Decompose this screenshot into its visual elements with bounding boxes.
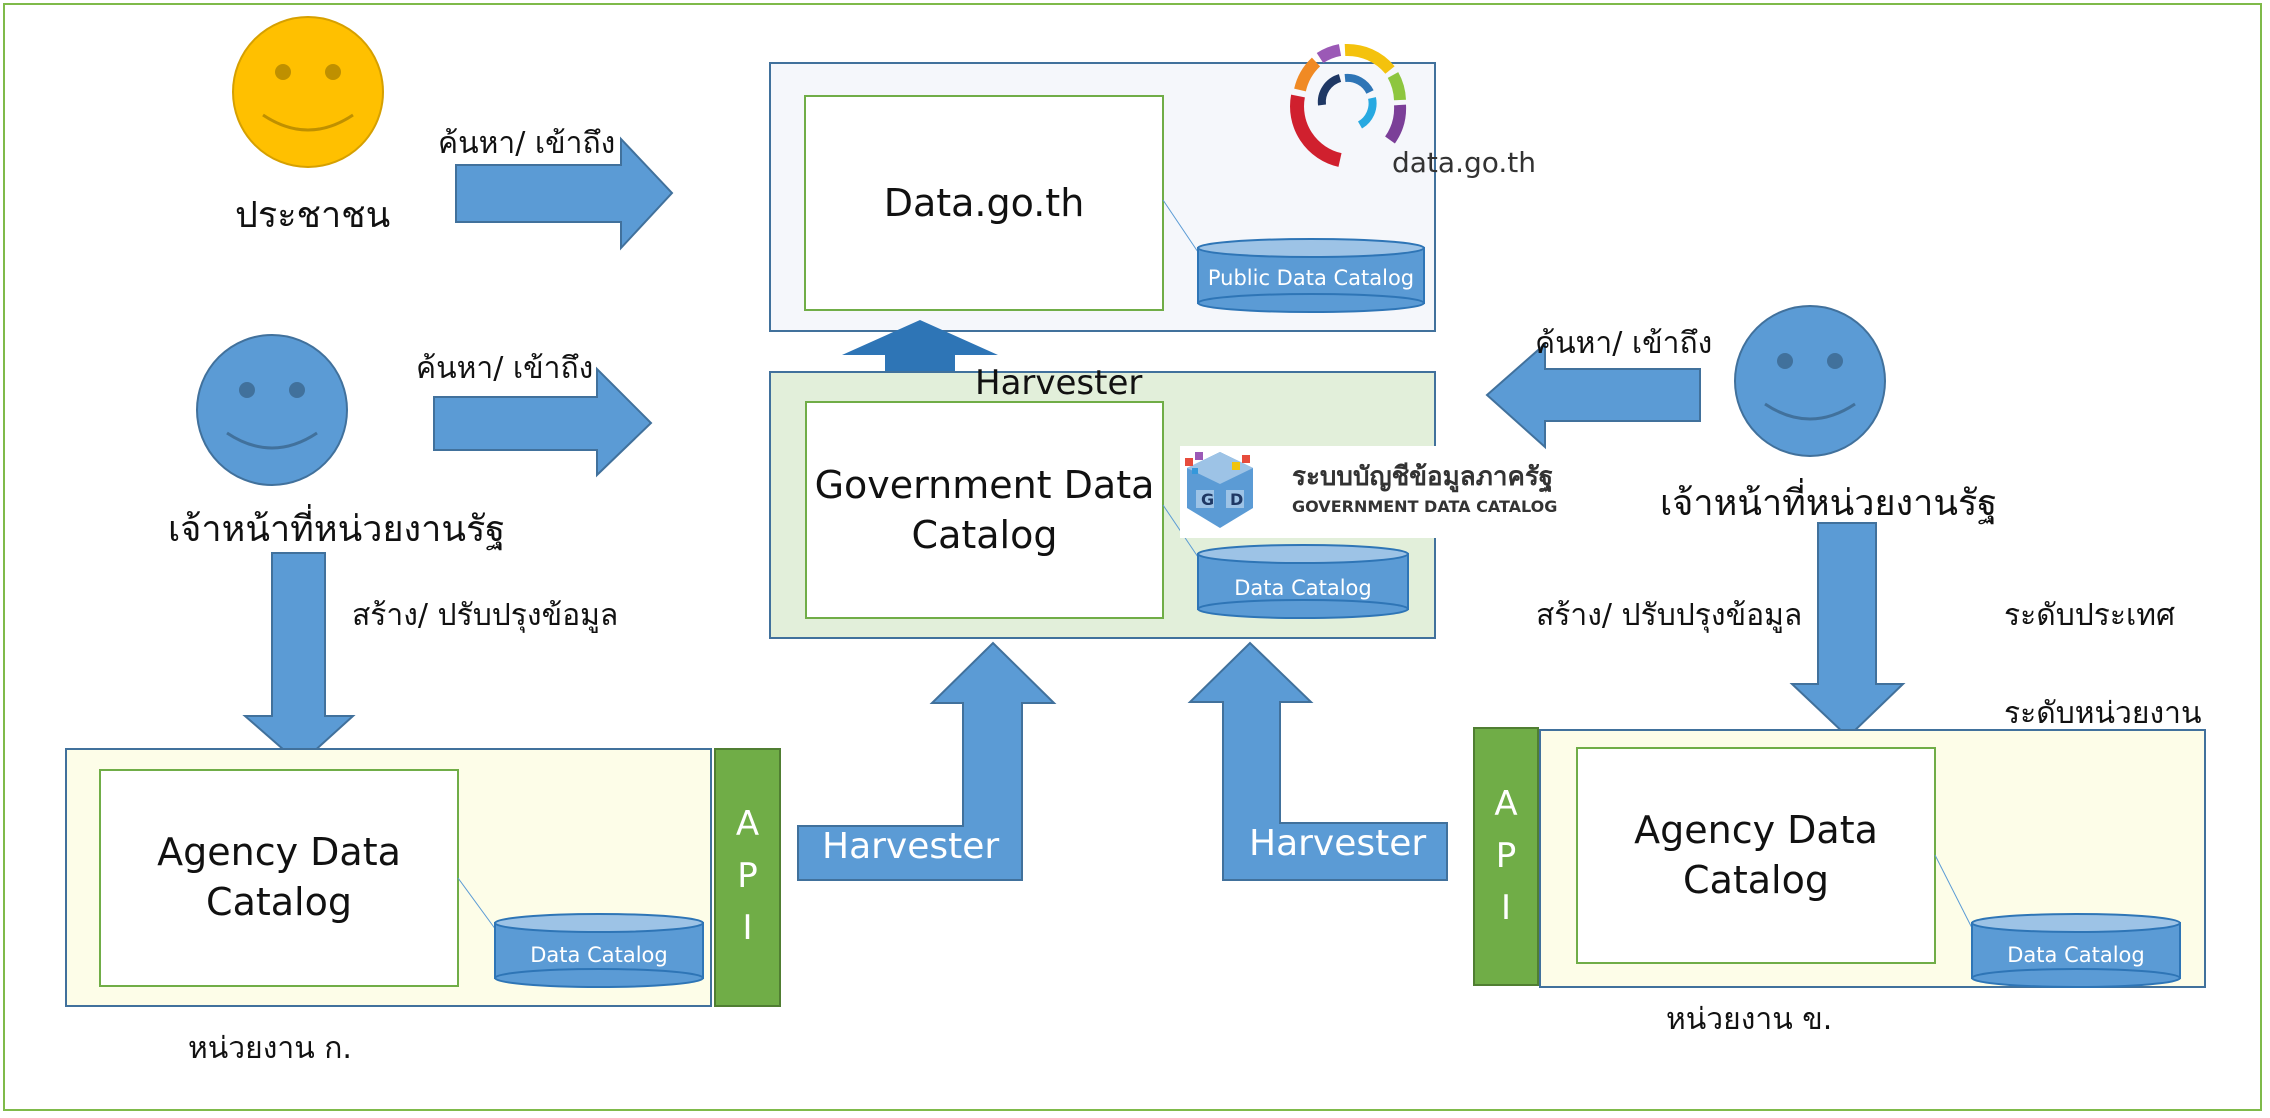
agency-a-api-letter-a: A — [735, 804, 760, 844]
diagram-frame — [3, 3, 2262, 1111]
agency-a-api-letter-p: P — [737, 856, 758, 896]
agency-b-api-letter-p: P — [1495, 836, 1517, 876]
officer-right-access-arrow — [1485, 341, 1701, 450]
gdc-cube-logo-icon — [1185, 452, 1253, 528]
agency-b-title-box — [1576, 747, 1936, 964]
agency-a-title: Agency Data Catalog — [157, 830, 401, 924]
agency-a-api-letter-i: I — [742, 908, 753, 948]
gdc-logo-english-text: GOVERNMENT DATA CATALOG — [1292, 497, 1558, 516]
agency-b-harvester-label: Harvester — [1249, 823, 1427, 864]
agency-b-name: หน่วยงาน ข. — [1666, 1002, 1833, 1037]
harvester-up-arrow — [842, 320, 998, 393]
agency-a-name: หน่วยงาน ก. — [188, 1031, 352, 1066]
officer-right-update-arrow — [1789, 522, 1906, 739]
agency-a-harvester-label: Harvester — [822, 826, 1000, 867]
agency-b-api-letter-i: I — [1500, 888, 1512, 928]
public-data-catalog-label: Public Data Catalog — [1207, 266, 1415, 290]
gov-data-catalog-label: Data Catalog — [1234, 576, 1372, 600]
portal-title-box — [804, 95, 1164, 311]
officer-left-access-arrow — [433, 366, 653, 478]
gdc-logo-d-letter: D — [1230, 490, 1244, 509]
agency-b-title: Agency Data Catalog — [1634, 808, 1878, 902]
officer-left-access-label: ค้นหา/ เข้าถึง — [416, 351, 594, 386]
agency-b-connector — [1934, 854, 1974, 931]
gov-catalog-title: Government Data Catalog — [814, 463, 1155, 557]
agency-a-harvester-arrow — [797, 641, 1057, 881]
officer-right-label: เจ้าหน้าที่หน่วยงานรัฐ — [1660, 483, 1998, 524]
gdc-logo-g-letter: G — [1201, 490, 1215, 509]
agency-a-title-box — [99, 769, 459, 987]
data-go-th-logo-text: data.go.th — [1392, 146, 1537, 179]
officer-right-smiley-face-icon — [1734, 305, 1886, 457]
citizen-smiley-face-icon — [232, 16, 384, 168]
agency-b-catalog-label: Data Catalog — [2007, 943, 2145, 967]
officer-right-access-label: ค้นหา/ เข้าถึง — [1535, 326, 1713, 361]
gov-harvester-label: Harvester — [975, 363, 1143, 403]
agency-b-api-bar — [1473, 727, 1539, 986]
level-agency-label: ระดับหน่วยงาน — [2004, 696, 2202, 731]
data-go-th-logo-icon — [1290, 43, 1407, 167]
officer-left-smiley-face-icon — [196, 334, 348, 486]
citizen-access-arrow — [455, 136, 674, 251]
gov-catalog-title-box — [805, 401, 1164, 619]
gov-data-catalog-cylinder — [1197, 544, 1409, 619]
public-data-catalog-cylinder — [1197, 238, 1425, 313]
portal-title: Data.go.th — [883, 181, 1085, 225]
level-national-label: ระดับประเทศ — [2004, 598, 2176, 633]
portal-connector — [1162, 199, 1201, 256]
officer-left-update-label: สร้าง/ ปรับปรุงข้อมูล — [352, 598, 619, 633]
citizen-access-label: ค้นหา/ เข้าถึง — [438, 126, 616, 161]
agency-a-api-bar — [714, 748, 781, 1007]
gdc-logo-thai-text: ระบบบัญชีข้อมูลภาครัฐ — [1292, 462, 1554, 492]
citizen-label: ประชาชน — [235, 195, 391, 236]
agency-b-harvester-arrow — [1187, 641, 1448, 881]
officer-left-update-arrow — [242, 552, 356, 766]
agency-a-connector — [457, 877, 497, 931]
officer-left-label: เจ้าหน้าที่หน่วยงานรัฐ — [168, 509, 506, 550]
agency-b-data-catalog-cylinder — [1971, 913, 2181, 988]
officer-right-update-label: สร้าง/ ปรับปรุงข้อมูล — [1536, 598, 1803, 633]
agency-b-api-letter-a: A — [1494, 784, 1518, 824]
agency-a-data-catalog-cylinder — [494, 913, 704, 988]
agency-a-catalog-label: Data Catalog — [530, 943, 668, 967]
